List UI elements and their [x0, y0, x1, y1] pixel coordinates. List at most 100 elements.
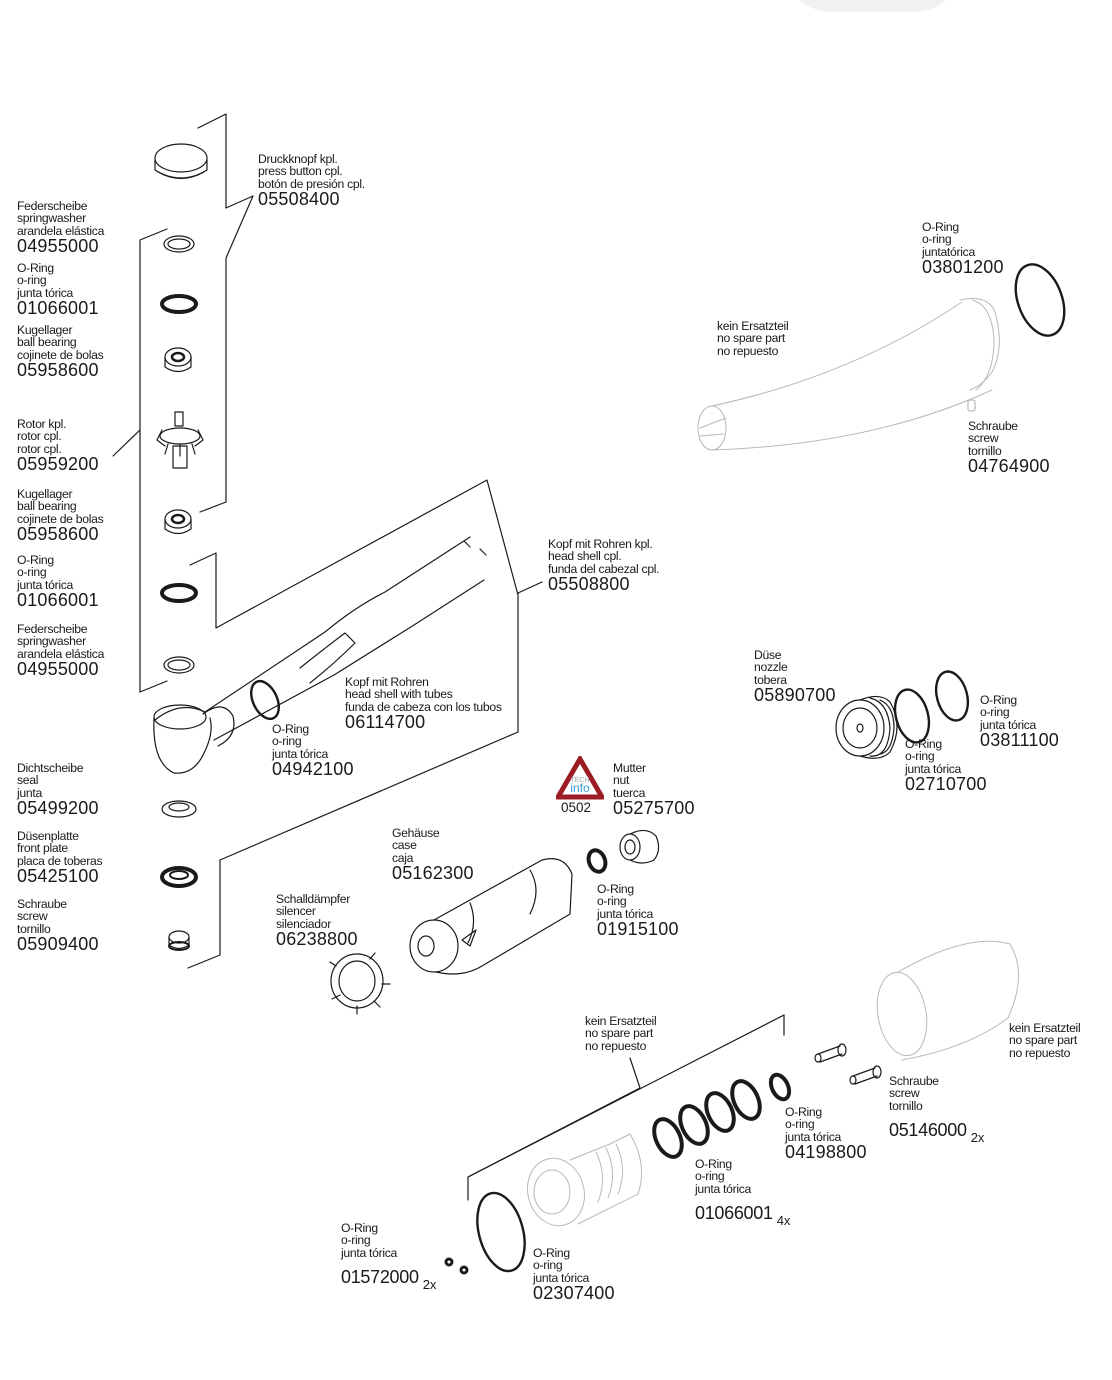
label-line-de: O-Ring [922, 220, 959, 234]
label-line-es: junta tórica [341, 1245, 398, 1260]
label-line-de: Kopf mit Rohren [345, 675, 429, 689]
part-number[interactable]: 02307400 [533, 1283, 615, 1304]
part-number[interactable]: 04942100 [272, 759, 354, 780]
quantity: 2x [970, 1130, 985, 1146]
label-line-de: Kugellager [17, 323, 73, 337]
label-line-es: cojinete de bolas [17, 511, 104, 526]
part-number[interactable]: 05508800 [548, 574, 630, 595]
label-line-de: O-Ring [785, 1105, 822, 1119]
oring-part [160, 294, 198, 314]
part-number[interactable]: 05890700 [754, 685, 836, 706]
part-number[interactable]: 05508400 [258, 189, 340, 210]
label-line-es: junta tórica [533, 1270, 590, 1285]
label-line-en: ball bearing [17, 499, 77, 514]
label-line-de: Dichtscheibe [17, 761, 84, 775]
oring-nozzle-b-part [934, 670, 970, 722]
top-background-shape [780, 0, 965, 12]
oring-tiny-part [459, 1265, 469, 1275]
part-number[interactable]: 05425100 [17, 866, 99, 887]
label-head-shell-tubes: Kopf mit Rohren head shell with tubes fu… [345, 676, 502, 732]
label-screw-sleeve: Schraube screw tornillo 04764900 [968, 420, 1050, 476]
label-line-es: arandela elástica [17, 646, 105, 661]
label-line-es: silenciador [276, 916, 331, 931]
label-line-en: o-ring [272, 734, 302, 749]
part-number[interactable]: 04955000 [17, 659, 99, 680]
label-front-plate: Düsenplatte front plate placa de toberas… [17, 829, 103, 887]
label-line-es: rotor cpl. [17, 441, 62, 456]
screw-pair-part [814, 1043, 882, 1085]
ball-bearing-part [164, 509, 192, 535]
label-oring-nozzle-b: O-Ring o-ring junta tórica 03811100 [980, 694, 1059, 750]
part-number[interactable]: 05275700 [613, 798, 695, 819]
pointer-coupling [467, 1057, 641, 1178]
label-line-es: tornillo [17, 921, 51, 936]
part-number[interactable]: 05499200 [17, 798, 99, 819]
label-oring-head: O-Ring o-ring junta tórica 04942100 [272, 723, 354, 779]
label-spring-washer-2: Federscheibe springwasher arandela elást… [17, 623, 104, 679]
part-number[interactable]: 05162300 [392, 863, 474, 884]
label-line-en: o-ring [905, 749, 935, 764]
screw-part [168, 930, 190, 951]
part-number[interactable]: 01066001 [17, 298, 99, 319]
grip-sleeve-part [876, 940, 1019, 1061]
label-nut: Mutter nut tuerca 05275700 [613, 762, 695, 818]
label-line-en: o-ring [980, 705, 1010, 720]
part-number[interactable]: 05959200 [17, 454, 99, 475]
label-line-es: tuerca [613, 785, 646, 800]
label-line-en: o-ring [695, 1169, 725, 1184]
label-line-en: silencer [276, 904, 316, 919]
part-number[interactable]: 02710700 [905, 774, 987, 795]
techinfo-badge[interactable]: TECH info 0502 [553, 754, 607, 816]
part-number[interactable]: 05146000 [889, 1120, 967, 1141]
label-line-es: botón de presión cpl. [258, 176, 365, 191]
part-number[interactable]: 05958600 [17, 360, 99, 381]
sleeve-part [697, 298, 1000, 451]
label-oring-large: O-Ring o-ring junta tórica 02307400 [533, 1247, 615, 1303]
nozzle-part [835, 695, 898, 759]
label-line-es: juntatórica [922, 244, 975, 259]
case-part [409, 858, 573, 975]
part-number[interactable]: 04764900 [968, 456, 1050, 477]
label-line-es: junta tórica [17, 577, 74, 592]
oring-nut-part [586, 848, 608, 874]
label-rotor: Rotor kpl. rotor cpl. rotor cpl. 0595920… [17, 418, 99, 474]
part-number[interactable]: 01066001 [695, 1203, 773, 1224]
part-number[interactable]: 05958600 [17, 524, 99, 545]
part-number[interactable]: 04198800 [785, 1142, 867, 1163]
bracket-upper-stack [199, 195, 254, 513]
screw-sleeve-part [967, 399, 976, 412]
label-line-en: press button cpl. [258, 164, 343, 179]
label-line-en: o-ring [17, 565, 47, 580]
label-grip-no-spare: kein Ersatzteil no spare part no repuest… [1009, 1022, 1081, 1060]
label-line-es: junta tórica [17, 285, 74, 300]
label-line-en: springwasher [17, 211, 86, 226]
part-number[interactable]: 06114700 [345, 712, 426, 733]
label-line-es: junta tórica [597, 906, 654, 921]
part-number[interactable]: 05909400 [17, 934, 99, 955]
label-press-button: Druckknopf kpl. press button cpl. botón … [258, 153, 365, 209]
label-line-de: O-Ring [695, 1157, 732, 1171]
quantity: 2x [422, 1277, 437, 1293]
quantity: 4x [776, 1213, 791, 1229]
label-line-en: o-ring [922, 232, 952, 247]
label-line-es: no repuesto [585, 1038, 647, 1053]
techinfo-code: 0502 [561, 800, 592, 815]
part-number[interactable]: 03801200 [922, 257, 1004, 278]
label-line-de: Druckknopf kpl. [258, 152, 338, 166]
part-number[interactable]: 06238800 [276, 929, 358, 950]
part-number[interactable]: 01572000 [341, 1267, 419, 1288]
label-line-de: Federscheibe [17, 622, 88, 636]
label-line-de: O-Ring [17, 553, 54, 567]
part-number[interactable]: 04955000 [17, 236, 99, 257]
label-line-de: O-Ring [341, 1221, 378, 1235]
part-number[interactable]: 01915100 [597, 919, 679, 940]
oring-large-part [476, 1191, 526, 1273]
label-seal: Dichtscheibe seal junta 05499200 [17, 762, 99, 818]
label-line-de: Düsenplatte [17, 829, 79, 843]
part-number[interactable]: 03811100 [980, 730, 1060, 751]
part-number[interactable]: 01066001 [17, 590, 99, 611]
label-line-de: Mutter [613, 761, 646, 775]
label-line-en: springwasher [17, 634, 86, 649]
label-line-en: o-ring [785, 1117, 815, 1132]
